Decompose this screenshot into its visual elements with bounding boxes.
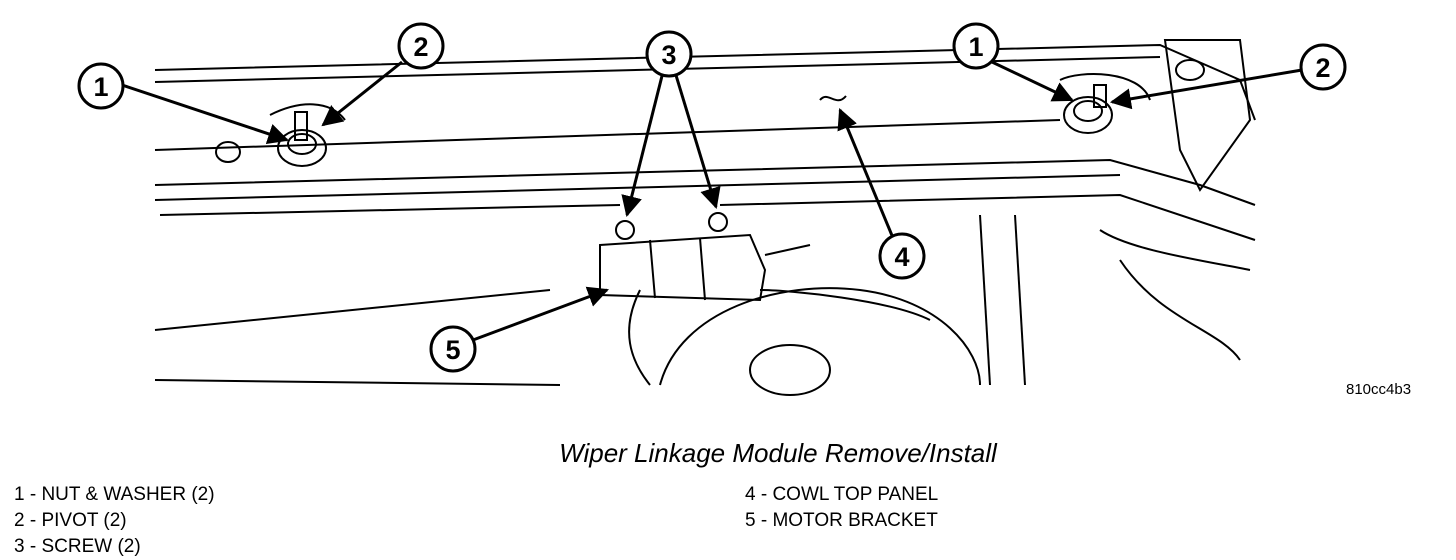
callout-circle-4 [878, 232, 926, 280]
left-pivot-drawing [215, 111, 327, 167]
leader-arrow-5 [472, 286, 609, 342]
leader-arrow-2a [321, 60, 403, 127]
figure-caption: Wiper Linkage Module Remove/Install [559, 438, 997, 468]
right-pivot-drawing [1063, 59, 1205, 134]
motor-drawing [659, 287, 981, 396]
callout-circle-1a [77, 62, 125, 110]
leader-arrow-1a [121, 83, 289, 144]
leader-arrow-4 [837, 108, 895, 239]
legend-item-2: 2 - PIVOT (2) [14, 510, 127, 531]
callout-circle-2b [1299, 43, 1347, 91]
callout-circle-3 [645, 30, 693, 78]
callout-label-4: 4 [894, 242, 909, 272]
callout-label-5: 5 [445, 335, 460, 365]
motor-bracket-drawing [599, 212, 931, 321]
callout-label-3: 3 [661, 40, 676, 70]
cowl-panel-tilde [819, 95, 847, 102]
leader-arrow-1b [991, 60, 1074, 102]
leader-arrow-3-right [673, 71, 721, 210]
callout-circle-2a [397, 22, 445, 70]
wiper-linkage-diagram: 1 2 3 1 2 4 5 [77, 22, 1347, 396]
cowl-top-panel-drawing [154, 39, 1256, 386]
legend-item-5: 5 - MOTOR BRACKET [745, 510, 938, 531]
legend-right: 4 - COWL TOP PANEL 5 - MOTOR BRACKET [745, 482, 938, 534]
legend-item-4: 4 - COWL TOP PANEL [745, 484, 939, 505]
callout-label-1b: 1 [968, 32, 983, 62]
callout-label-1a: 1 [93, 72, 108, 102]
leader-arrow-3-left [621, 71, 665, 218]
legend-item-3: 3 - SCREW (2) [14, 536, 141, 557]
figure-code: 810cc4b3 [1346, 381, 1412, 398]
leader-arrow-2b [1109, 68, 1303, 110]
legend-left: 1 - NUT & WASHER (2) 2 - PIVOT (2) 3 - S… [14, 482, 215, 560]
callout-circle-1b [952, 22, 1000, 70]
legend-item-1: 1 - NUT & WASHER (2) [14, 484, 215, 505]
callout-label-2b: 2 [1315, 53, 1330, 83]
callout-circle-5 [429, 325, 477, 373]
callout-label-2a: 2 [413, 32, 428, 62]
